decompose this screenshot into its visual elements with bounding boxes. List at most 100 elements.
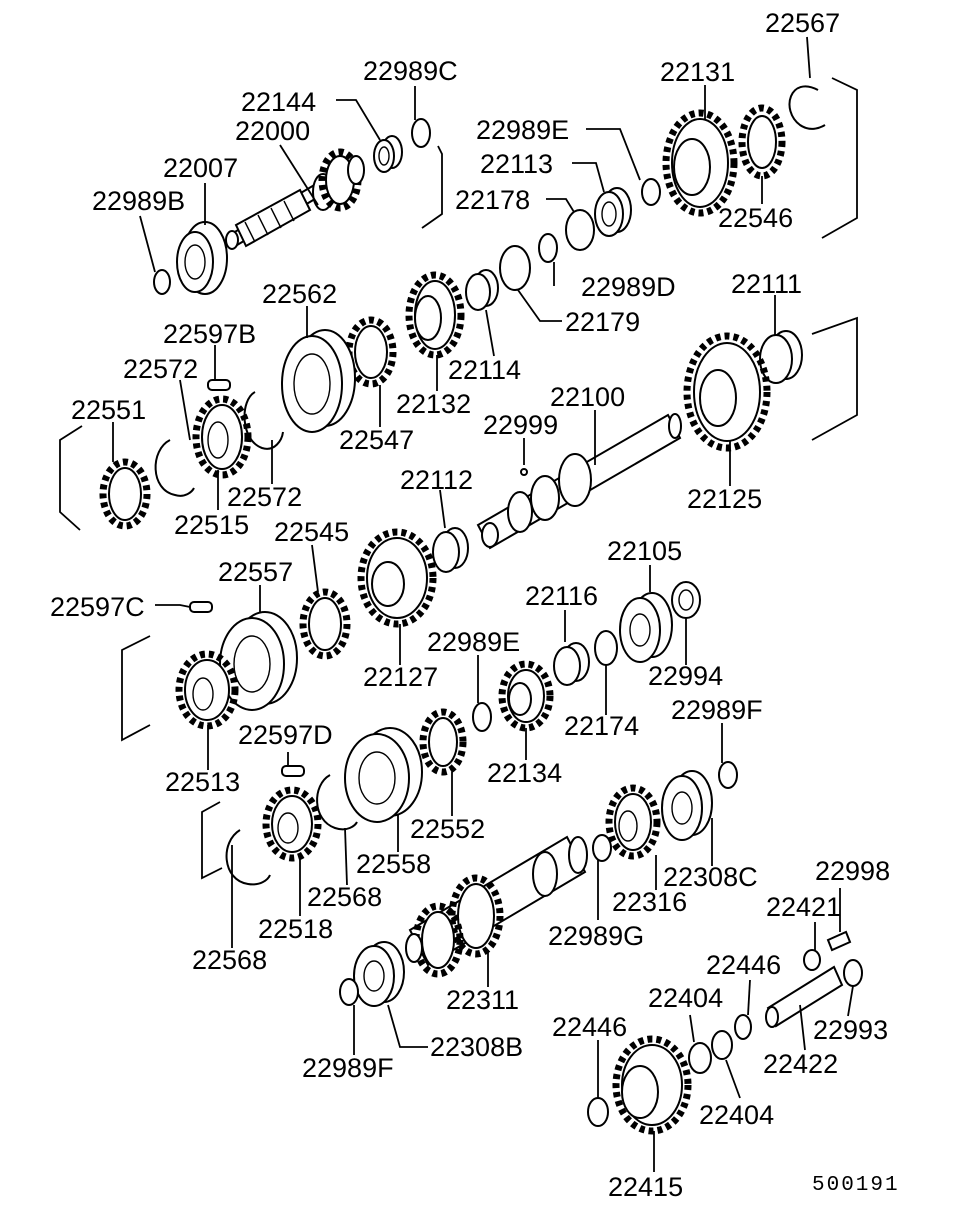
needle-bearing-22112 bbox=[432, 527, 469, 573]
label-22597B: 22597B bbox=[163, 319, 256, 349]
label-22989F-bottom: 22989F bbox=[302, 1053, 394, 1083]
label-22989E-top: 22989E bbox=[476, 115, 569, 145]
label-22308B: 22308B bbox=[430, 1032, 523, 1062]
label-22547: 22547 bbox=[339, 425, 414, 455]
hub-22515 bbox=[192, 395, 252, 479]
label-22572-top: 22572 bbox=[123, 354, 198, 384]
label-22518: 22518 bbox=[258, 914, 333, 944]
label-22572-bottom: 22572 bbox=[227, 482, 302, 512]
needle-bearing-22404-left bbox=[688, 1042, 712, 1074]
snap-ring-22568-left bbox=[225, 829, 271, 886]
label-22132: 22132 bbox=[396, 389, 471, 419]
label-22568-right: 22568 bbox=[307, 882, 382, 912]
needle-bearing-22144 bbox=[373, 135, 403, 173]
label-22551: 22551 bbox=[71, 395, 146, 425]
label-22989F-right: 22989F bbox=[671, 695, 763, 725]
label-22131: 22131 bbox=[660, 57, 735, 87]
label-22999: 22999 bbox=[483, 410, 558, 440]
diagram-code: 500191 bbox=[812, 1174, 900, 1197]
gear-22131 bbox=[662, 109, 738, 217]
needle-bearing-22404-right bbox=[711, 1030, 733, 1060]
label-22100: 22100 bbox=[550, 382, 625, 412]
ring-22989C bbox=[411, 118, 431, 148]
label-22134: 22134 bbox=[487, 758, 562, 788]
ball-22999 bbox=[520, 468, 528, 476]
label-22597C: 22597C bbox=[50, 592, 145, 622]
sleeve-22562 bbox=[281, 329, 356, 433]
label-22000: 22000 bbox=[235, 116, 310, 146]
washer-22446-left bbox=[587, 1097, 609, 1127]
snap-ring-22572-top bbox=[243, 391, 284, 450]
ring-22989F-right bbox=[718, 761, 738, 789]
ring-22989E-mid bbox=[472, 702, 492, 732]
label-22546: 22546 bbox=[718, 203, 793, 233]
leader-lines bbox=[59, 36, 858, 1172]
label-22311: 22311 bbox=[446, 985, 519, 1015]
snap-ring-22567 bbox=[788, 85, 826, 130]
key-22597B bbox=[207, 379, 231, 391]
label-22316: 22316 bbox=[612, 887, 687, 917]
label-22515: 22515 bbox=[174, 510, 249, 540]
label-22308C: 22308C bbox=[663, 862, 758, 892]
label-22415: 22415 bbox=[608, 1172, 683, 1202]
bearing-22113 bbox=[594, 187, 632, 237]
label-22125: 22125 bbox=[687, 484, 762, 514]
idler-shaft-22422 bbox=[765, 965, 844, 1028]
hub-22518 bbox=[262, 786, 322, 862]
label-22116: 22116 bbox=[525, 581, 598, 611]
mainshaft-22100 bbox=[476, 413, 682, 550]
o-ring-22993 bbox=[843, 959, 863, 987]
synchro-ring-22545 bbox=[299, 588, 351, 660]
label-22421: 22421 bbox=[766, 892, 841, 922]
label-22552: 22552 bbox=[410, 814, 485, 844]
label-22179: 22179 bbox=[565, 307, 640, 337]
bearing-22308C bbox=[661, 770, 713, 841]
nut-22994 bbox=[671, 581, 701, 619]
label-22105: 22105 bbox=[607, 536, 682, 566]
synchro-ring-22551 bbox=[99, 458, 151, 530]
snap-ring-22989B bbox=[153, 269, 171, 295]
sleeve-22557 bbox=[219, 611, 298, 711]
label-22007: 22007 bbox=[163, 153, 238, 183]
bearing-22111 bbox=[759, 330, 803, 384]
label-22989E-mid: 22989E bbox=[427, 627, 520, 657]
label-22998: 22998 bbox=[815, 856, 890, 886]
gear-22127 bbox=[357, 528, 437, 628]
label-22989C: 22989C bbox=[363, 56, 458, 86]
ring-22989D bbox=[538, 233, 558, 263]
snap-ring-22572-bottom bbox=[154, 439, 195, 497]
label-22567: 22567 bbox=[765, 8, 840, 38]
synchro-ring-22546 bbox=[738, 104, 786, 180]
synchro-ring-22552 bbox=[419, 708, 467, 776]
washer-22178 bbox=[565, 209, 595, 251]
label-22114: 22114 bbox=[448, 355, 521, 385]
label-22174: 22174 bbox=[564, 711, 639, 741]
bearing-22308B bbox=[353, 941, 405, 1007]
input-shaft-22000 bbox=[225, 148, 365, 250]
label-22545: 22545 bbox=[274, 517, 349, 547]
label-22446-left: 22446 bbox=[552, 1012, 627, 1042]
bearing-22007 bbox=[176, 221, 228, 295]
label-22994: 22994 bbox=[648, 661, 723, 691]
ring-22989E-top bbox=[641, 178, 661, 206]
bushing-22421 bbox=[803, 949, 821, 971]
gear-22132 bbox=[405, 271, 465, 359]
label-22562: 22562 bbox=[262, 279, 337, 309]
label-22989G: 22989G bbox=[548, 921, 644, 951]
hub-22513 bbox=[175, 650, 239, 730]
snap-ring-22568-right bbox=[316, 774, 358, 831]
washer-22179 bbox=[499, 245, 531, 291]
ring-22989G bbox=[592, 834, 612, 862]
collar-22174 bbox=[594, 630, 618, 666]
label-22993: 22993 bbox=[813, 1015, 888, 1045]
gear-22125 bbox=[683, 332, 771, 452]
key-22597C bbox=[189, 601, 213, 613]
label-22989B: 22989B bbox=[92, 186, 185, 216]
needle-bearing-22116 bbox=[553, 642, 590, 686]
label-22404-top: 22404 bbox=[648, 983, 723, 1013]
label-22178: 22178 bbox=[455, 185, 530, 215]
part-labels: 22567 22131 22989C 22144 22000 22989E 22… bbox=[50, 8, 900, 1202]
label-22404-bottom: 22404 bbox=[699, 1100, 774, 1130]
sleeve-22558 bbox=[344, 727, 423, 823]
